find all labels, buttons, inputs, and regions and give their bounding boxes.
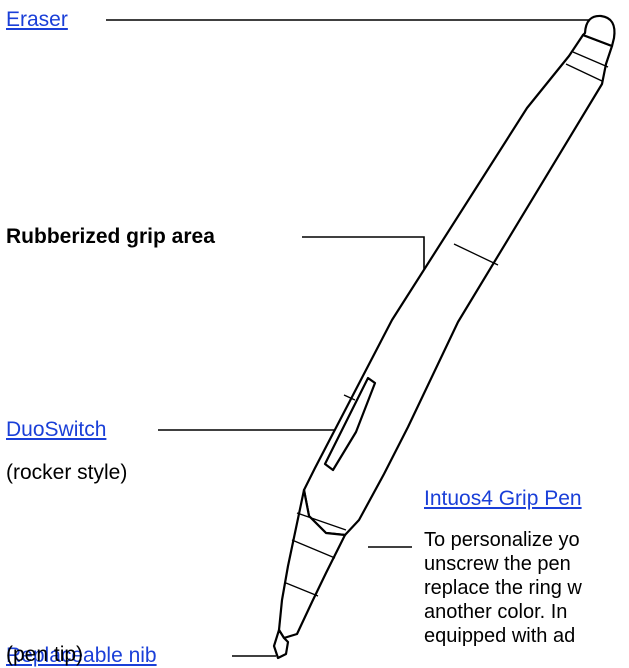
- grip-area-label: Rubberized grip area: [6, 225, 215, 248]
- description-line: unscrew the pen: [424, 553, 571, 575]
- description-line: equipped with ad: [424, 625, 576, 647]
- description-line: To personalize yo: [424, 529, 580, 551]
- eraser-link[interactable]: Eraser: [6, 8, 68, 31]
- duoswitch-subtext: (rocker style): [6, 461, 128, 484]
- grip-pen-description: To personalize yo unscrew the pen replac…: [424, 528, 629, 668]
- description-line: replace the ring w: [424, 577, 582, 599]
- description-line: another color. In: [424, 601, 568, 623]
- duoswitch-link[interactable]: DuoSwitch: [6, 418, 107, 441]
- nib-subtext: (pen tip): [6, 643, 84, 666]
- nib-link[interactable]: Replaceable nib: [6, 644, 157, 667]
- grip-pen-link[interactable]: Intuos4 Grip Pen: [424, 487, 582, 510]
- pen-body: [272, 14, 616, 660]
- duoswitch-rocker: [323, 376, 377, 472]
